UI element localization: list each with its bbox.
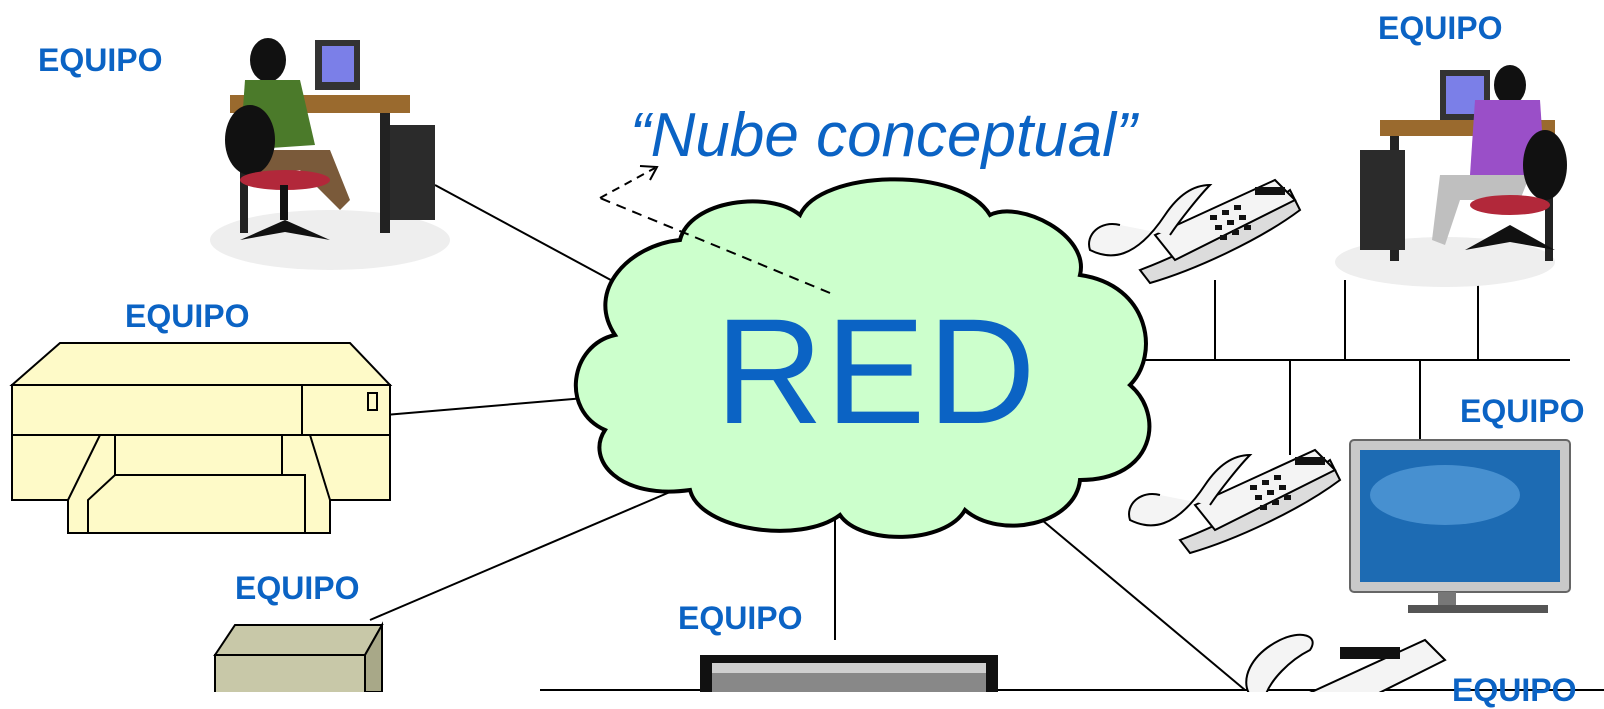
telephone-icon-top xyxy=(1088,178,1302,285)
workstation-right-icon xyxy=(1335,65,1567,287)
monitor-right-icon xyxy=(1349,439,1571,613)
workstation-right-label: EQUIPO xyxy=(1378,10,1503,46)
phone-bottom-label: EQUIPO xyxy=(1452,672,1577,708)
network-diagram xyxy=(9,38,1604,692)
monitor-bottom-icon xyxy=(700,655,998,692)
monitor-bottom-label: EQUIPO xyxy=(678,600,803,636)
workstation-left-icon xyxy=(210,38,450,270)
cloud-caption: “Nube conceptual” xyxy=(630,101,1137,170)
printer-label: EQUIPO xyxy=(125,298,250,334)
cloud-title: RED xyxy=(715,287,1038,455)
workstation-left-label: EQUIPO xyxy=(38,42,163,78)
telephone-icon-middle xyxy=(1128,448,1342,555)
dashed-arrow xyxy=(599,165,831,294)
server-icon xyxy=(213,621,384,692)
monitor-right-label: EQUIPO xyxy=(1460,393,1585,429)
server-label: EQUIPO xyxy=(235,570,360,606)
printer-icon xyxy=(9,342,393,534)
network-cloud xyxy=(573,177,1152,539)
telephone-icon-bottom xyxy=(1245,633,1447,692)
